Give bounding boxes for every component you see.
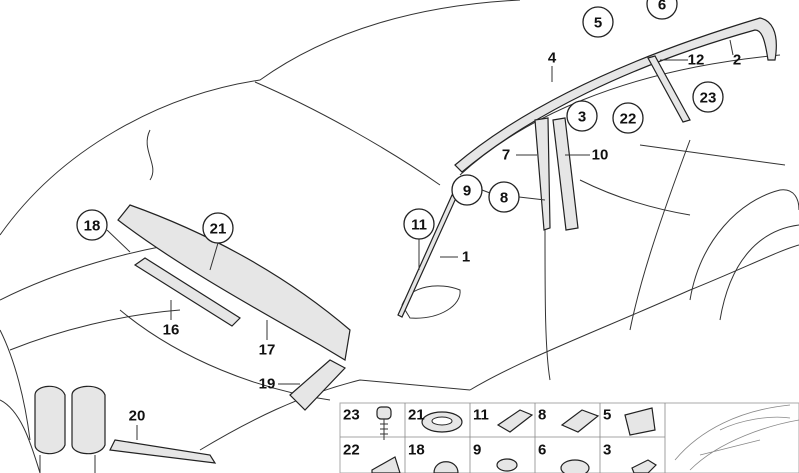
callout-label-19: 19 [259,376,276,393]
table-cell-label-6: 6 [538,442,546,459]
callout-circle-6 [646,0,678,20]
callout-circle-23 [692,81,724,113]
clip-icon-11 [496,409,534,433]
callout-circle-18 [76,209,108,241]
table-cell-label-3: 3 [603,442,611,459]
callout-label-8: 8 [500,190,508,207]
table-cell-label-11: 11 [473,407,489,424]
callout-label-18: 18 [84,218,101,235]
callout-label-12: 12 [688,52,705,69]
callout-circle-8 [488,181,520,213]
callout-circle-9 [451,174,483,206]
leader-lines [39,39,734,473]
callout-circle-3 [566,100,598,132]
clip-icon-3 [631,459,657,473]
fastener-table: 23 21 11 8 5 22 18 9 6 3 [339,402,799,473]
callout-label-5: 5 [594,15,602,32]
callout-label-23: 23 [700,90,717,107]
part-c-pillar-trim [647,55,691,123]
callout-label-16: 16 [163,322,180,339]
callout-label-21: 21 [210,221,227,238]
callout-label-9: 9 [463,183,471,200]
nut-icon-22 [371,456,401,473]
parts [34,17,777,464]
callout-circle-21 [202,212,234,244]
callout-circle-11 [403,208,435,240]
clip-icon-6 [560,459,590,473]
table-cell-label-8: 8 [538,407,546,424]
callout-label-4: 4 [548,50,557,67]
callouts: 5 6 3 22 23 9 8 11 18 21 4 12 2 7 10 1 16 17 19 20 [76,0,741,425]
part-seal-20 [109,439,217,464]
vehicle-thumbnail [674,404,799,471]
part-b-pillar-trim [534,117,551,231]
part-bracket-19 [289,359,346,411]
table-cell-label-23: 23 [343,407,360,424]
table-cell-label-21: 21 [408,407,425,424]
part-roof-molding [454,17,777,173]
callout-label-22: 22 [620,111,637,128]
callout-label-6: 6 [658,0,666,14]
part-kidney-grille-right [71,385,106,455]
table-cell-label-22: 22 [343,442,360,459]
clip-icon-8 [560,409,600,433]
table-cell-label-9: 9 [473,442,481,459]
callout-label-3: 3 [578,109,586,126]
rivet-icon-9 [496,458,518,472]
callout-label-20: 20 [129,408,146,425]
callout-label-11: 11 [411,217,427,234]
callout-circle-22 [612,102,644,134]
callout-label-2: 2 [733,52,741,69]
screw-icon [376,406,392,440]
part-kidney-grille-left [34,385,66,455]
callout-label-1: 1 [462,249,470,266]
callout-circle-5 [582,6,614,38]
part-grille-strip [133,257,241,327]
washer-icon [421,411,463,433]
part-b-pillar-trim-rear [552,117,579,231]
callout-label-7: 7 [502,147,510,164]
part-cowl-panel [117,204,351,361]
clip-icon-5 [624,407,656,436]
callout-label-17: 17 [259,342,276,359]
table-cell-label-18: 18 [408,442,425,459]
table-cell-label-5: 5 [603,407,611,424]
callout-label-10: 10 [592,147,609,164]
